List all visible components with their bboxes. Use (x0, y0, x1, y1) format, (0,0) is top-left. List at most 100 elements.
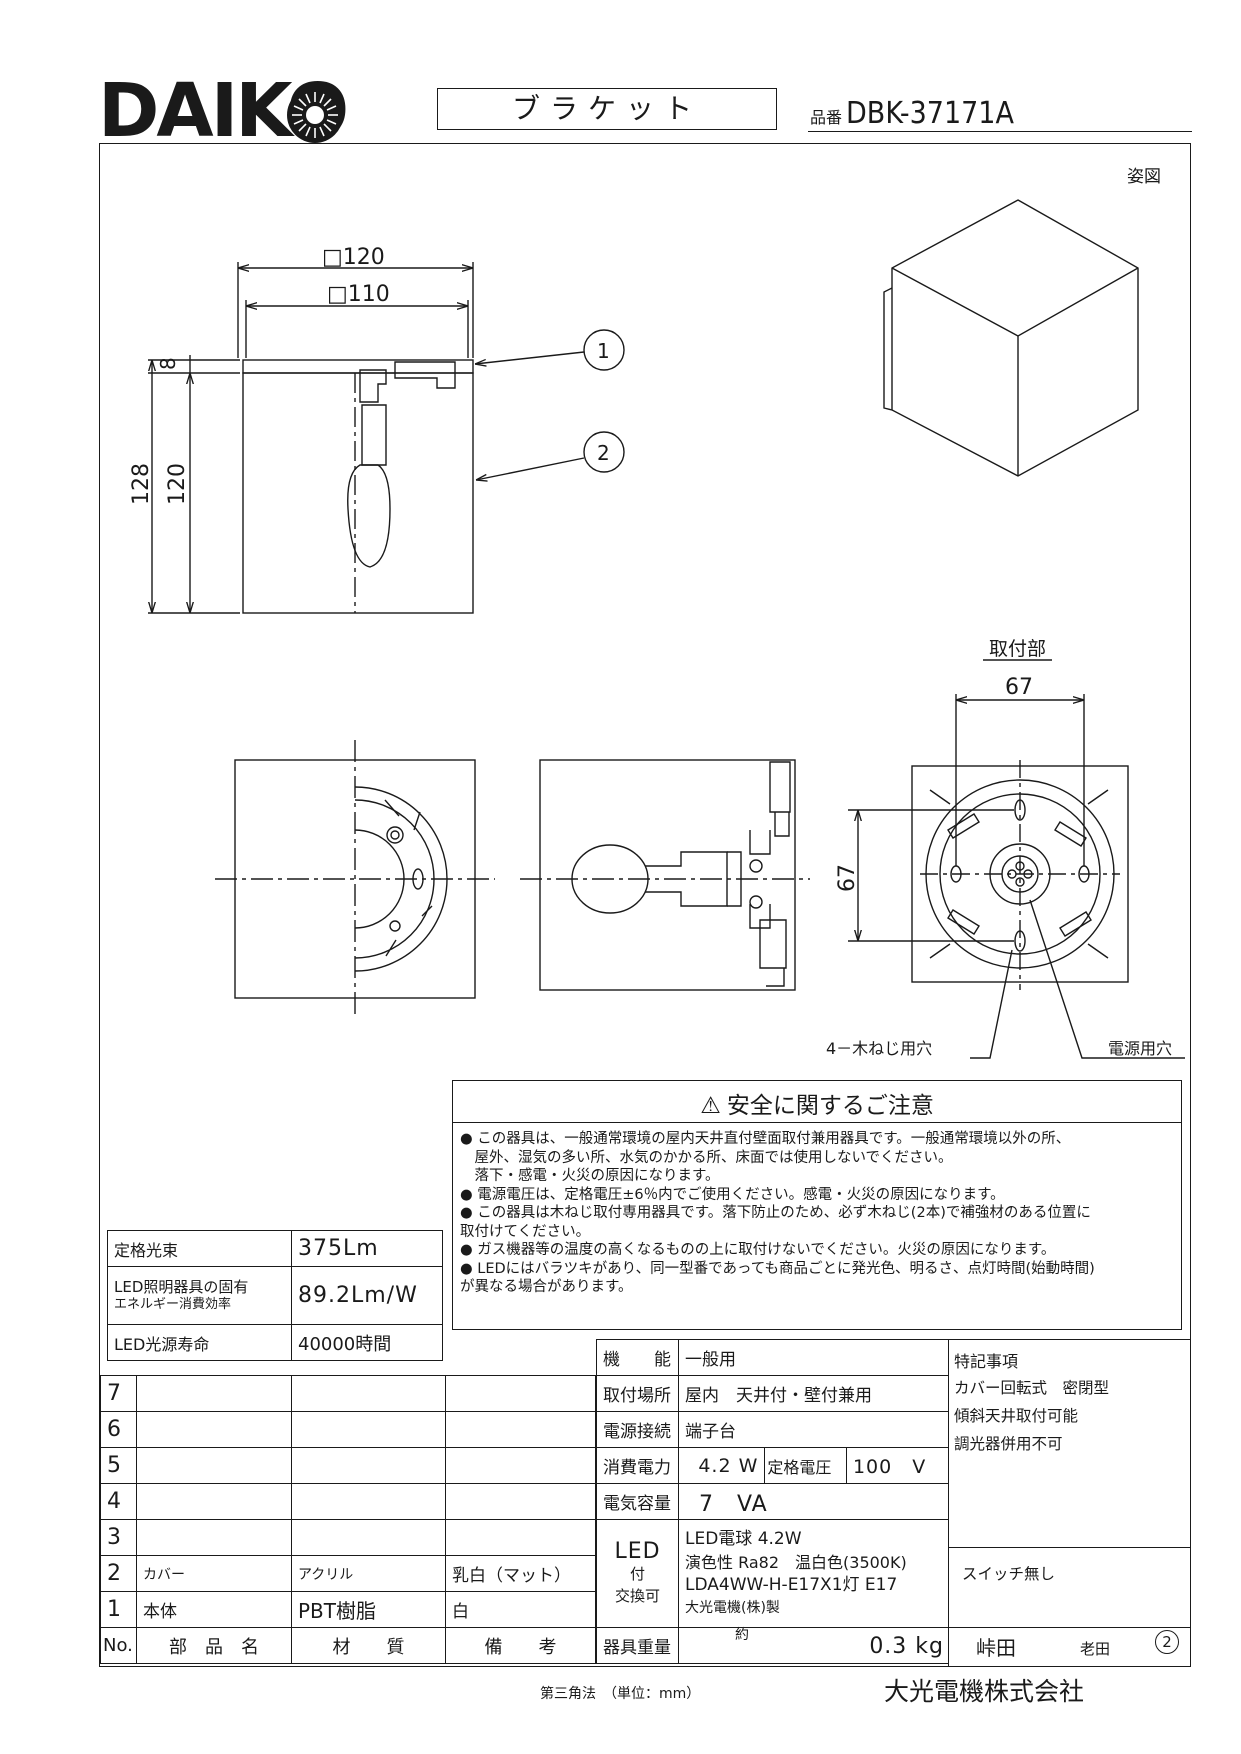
weight-label: 器具重量 (596, 1627, 679, 1664)
callout-2: 2 (597, 441, 610, 465)
part-name (136, 1411, 292, 1448)
conn-value: 端子台 (678, 1411, 949, 1448)
product-type-box: ブラケット (437, 88, 777, 130)
safety-line: ● 電源電圧は、定格電圧±6％内でご使用ください。感電・火災の原因になります。 (460, 1186, 1005, 1203)
notes-box (948, 1339, 1191, 1667)
sign-no: 2 (1155, 1630, 1179, 1654)
safety-line: 屋外、湿気の多い所、水気のかかる所、床面では使用しないでください。 (460, 1149, 953, 1166)
life-label: LED光源寿命 (107, 1324, 292, 1361)
company-name: 大光電機株式会社 (884, 1677, 1085, 1706)
capacity-label: 電気容量 (596, 1483, 679, 1520)
mount-view (848, 659, 1185, 1059)
function-value: 一般用 (678, 1339, 949, 1376)
projection-note: 第三角法 （単位：mm） (540, 1686, 701, 1702)
eff-value: 89.2Lm/W (291, 1266, 443, 1325)
note-line: カバー回転式 密閉型 (954, 1379, 1110, 1397)
spec-row-life: LED光源寿命 40000時間 (107, 1324, 443, 1361)
led-line-3: LDA4WW-H-E17X1灯 E17 (685, 1574, 898, 1595)
power-value: 4.2 W (677, 1447, 766, 1484)
part-material (291, 1375, 446, 1412)
spec-row-weight: 器具重量 約 0.3 kg (596, 1627, 949, 1664)
model-number-text: DBK-37171A (846, 96, 1014, 131)
flux-value: 375Lm (291, 1230, 443, 1267)
weight-cell: 約 0.3 kg (678, 1627, 949, 1664)
voltage-value: 100 V (845, 1447, 950, 1484)
notes-list: カバー回転式 密閉型 傾斜天井取付可能 調光器併用不可 (954, 1374, 1109, 1458)
product-type: ブラケット (511, 92, 702, 125)
note-line: 調光器併用不可 (954, 1435, 1063, 1453)
inner-view (520, 759, 810, 991)
weight-value: 0.3 kg (869, 1634, 944, 1659)
dim-8: 8 (156, 357, 180, 370)
sign-divider (948, 1627, 1191, 1628)
function-label: 機 能 (596, 1339, 679, 1376)
safety-line: 取付けてください。 (460, 1223, 591, 1240)
table-row: 5 (100, 1447, 596, 1484)
side-view (148, 262, 625, 614)
table-row: 3 (100, 1519, 596, 1556)
part-no: 5 (100, 1447, 137, 1484)
part-no: 3 (100, 1519, 137, 1556)
life-value: 40000時間 (291, 1324, 443, 1361)
part-note: 白 (445, 1591, 596, 1628)
part-no: 7 (100, 1375, 137, 1412)
led-line-4: 大光電機(株)製 (685, 1599, 780, 1616)
weight-prefix: 約 (735, 1627, 749, 1643)
led-label-3: 交換可 (614, 1586, 660, 1605)
table-row: 6 (100, 1411, 596, 1448)
safety-title-divider (452, 1122, 1182, 1123)
light-spec-table: 定格光束 375Lm LED照明器具の固有 エネルギー消費効率 89.2Lm/W… (107, 1230, 443, 1361)
part-note (445, 1411, 596, 1448)
conn-label: 電源接続 (596, 1411, 679, 1448)
safety-line: ● LEDにはバラツキがあり、同一型番であっても商品ごとに発光色、明るさ、点灯時… (460, 1260, 1095, 1277)
led-label: LED 付 交換可 (596, 1519, 679, 1628)
part-note (445, 1447, 596, 1484)
sign-1: 峠田 (976, 1636, 1016, 1660)
led-label-1: LED (614, 1538, 661, 1564)
sign-no-text: 2 (1162, 1633, 1172, 1651)
part-material: PBT樹脂 (291, 1591, 446, 1628)
mount-value: 屋内 天井付・壁付兼用 (678, 1375, 949, 1412)
safety-line: ● この器具は木ねじ取付専用器具です。落下防止のため、必ず木ねじ(2本)で補強材… (460, 1205, 1091, 1221)
dim-67-h: 67 (1005, 675, 1033, 700)
warning-icon: ⚠ (700, 1093, 721, 1119)
mount-label: 取付場所 (596, 1375, 679, 1412)
spec-row: 機 能一般用 (596, 1339, 949, 1376)
voltage-label: 定格電圧 (764, 1447, 847, 1484)
model-prefix: 品番 (810, 108, 843, 127)
safety-line: が異なる場合があります。 (460, 1279, 633, 1295)
safety-line: ● ガス機器等の温度の高くなるものの上に取付けないでください。火災の原因になりま… (460, 1242, 1056, 1258)
logo-sun-icon (287, 87, 343, 143)
table-row: 4 (100, 1483, 596, 1520)
header-no: No. (100, 1627, 137, 1664)
mount-label: 取付部 (989, 638, 1046, 660)
header-note: 備 考 (445, 1627, 596, 1664)
part-note (445, 1519, 596, 1556)
led-info: LED電球 4.2W 演色性 Ra82 温白色(3500K) LDA4WW-H-… (678, 1519, 949, 1628)
part-name: カバー (136, 1555, 292, 1592)
table-row: 7 (100, 1375, 596, 1412)
callout-1: 1 (597, 339, 610, 363)
header-material: 材 質 (291, 1627, 446, 1664)
spec-row: 取付場所屋内 天井付・壁付兼用 (596, 1375, 949, 1412)
led-line-1: LED電球 4.2W (685, 1528, 802, 1549)
dim-120-sq: □120 (322, 245, 385, 270)
model-underline (808, 131, 1192, 132)
eff-label: LED照明器具の固有 エネルギー消費効率 (107, 1266, 292, 1325)
note-line: 傾斜天井取付可能 (954, 1407, 1079, 1425)
spec-row-flux: 定格光束 375Lm (107, 1230, 443, 1267)
eff-label-1: LED照明器具の固有 (114, 1277, 249, 1296)
dim-110-sq: □110 (327, 282, 390, 307)
safety-title-text: 安全に関するご注意 (726, 1093, 934, 1119)
part-name (136, 1447, 292, 1484)
dim-120: 120 (165, 463, 190, 505)
wood-screw-label: 4－木ねじ用穴 (826, 1039, 932, 1058)
part-note (445, 1375, 596, 1412)
eff-label-2: エネルギー消費効率 (114, 1296, 232, 1312)
power-hole-label: 電源用穴 (1108, 1039, 1172, 1058)
part-material (291, 1483, 446, 1520)
dim-128: 128 (129, 463, 154, 505)
